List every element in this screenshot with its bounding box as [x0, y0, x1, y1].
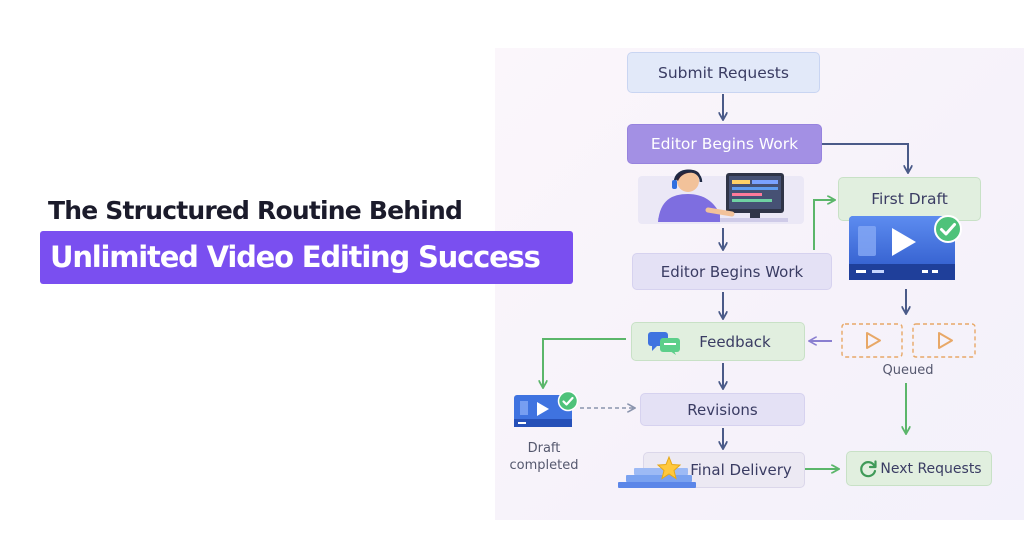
headline-line1: The Structured Routine Behind — [48, 196, 463, 225]
draft-completed-line2: completed — [509, 458, 579, 473]
editor-begins-work-box: Editor Begins Work — [627, 124, 822, 164]
play-icon — [938, 332, 953, 349]
arrow-feedback-loop — [543, 338, 626, 387]
queued-clips — [841, 323, 976, 358]
star-icon — [656, 455, 682, 480]
submit-requests-box: Submit Requests — [627, 52, 820, 93]
video-player-icon — [849, 216, 955, 280]
revisions-box: Revisions — [640, 393, 805, 426]
refresh-icon — [860, 460, 877, 478]
draft-completed-line1: Draft — [527, 441, 561, 456]
play-icon — [866, 332, 881, 349]
chat-bubbles-icon — [648, 332, 680, 355]
queued-label: Queued — [882, 363, 934, 378]
check-badge-icon — [934, 215, 962, 243]
check-badge-icon — [557, 390, 579, 412]
draft-completed-label: Draft completed — [500, 440, 588, 474]
next-requests-box: Next Requests — [846, 451, 992, 486]
arrow-editor-to-first-draft — [822, 143, 908, 172]
editor-begins-work-box-2: Editor Begins Work — [632, 253, 832, 290]
draft-completed-video-icon — [514, 395, 572, 427]
first-draft-box: First Draft — [838, 177, 981, 221]
arrow-editor2-to-first-draft — [813, 200, 834, 250]
headline-highlight: Unlimited Video Editing Success — [40, 231, 573, 284]
editor-person-illustration — [638, 169, 804, 224]
headline-line2: Unlimited Video Editing Success — [50, 240, 541, 274]
